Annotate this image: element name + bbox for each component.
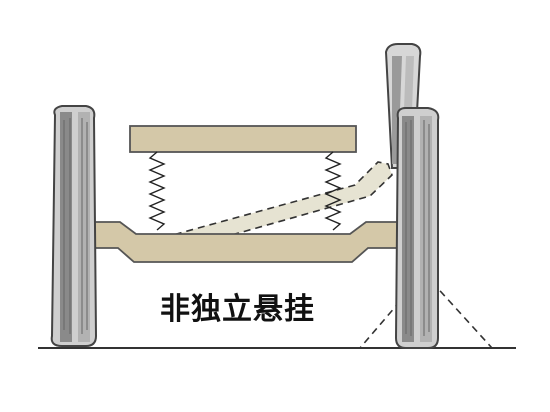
- diagram-caption: 非独立悬挂: [160, 292, 315, 327]
- vehicle-body-frame: [129, 125, 357, 153]
- left-spring-icon: [148, 151, 166, 231]
- right-wheel-icon: [394, 107, 440, 349]
- left-wheel-icon: [50, 105, 98, 347]
- right-spring-icon: [324, 151, 342, 231]
